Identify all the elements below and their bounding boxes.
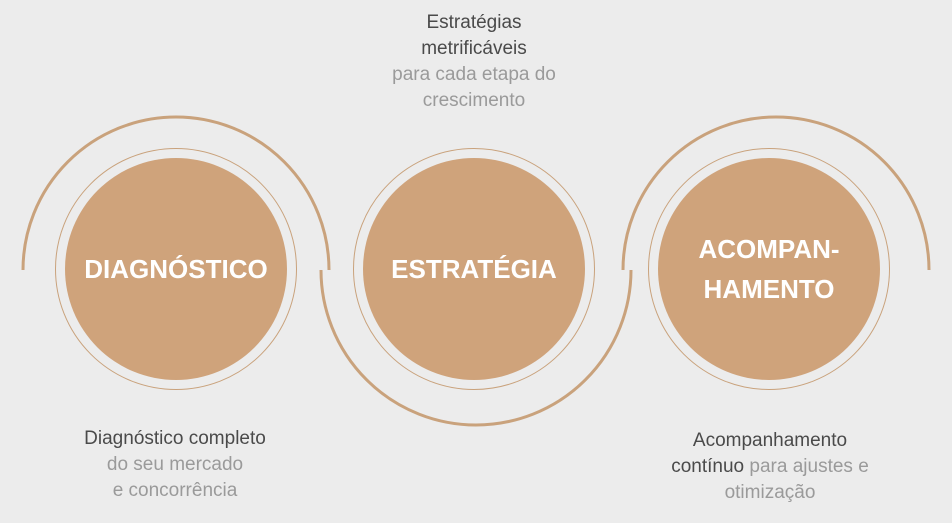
- caption-acompanhamento-muted-inline: para ajustes e: [744, 456, 869, 477]
- disc-acompanhamento: ACOMPAN- HAMENTO: [658, 158, 880, 380]
- ring-acompanhamento: [648, 148, 890, 390]
- caption-acompanhamento-strong-2: contínuo: [671, 456, 745, 477]
- caption-estrategia: Estratégias metrificáveis para cada etap…: [346, 10, 602, 114]
- caption-estrategia-strong-1: Estratégias: [426, 12, 522, 33]
- ring-estrategia: [353, 148, 595, 390]
- caption-acompanhamento-muted-3: otimização: [724, 482, 816, 503]
- arc-left-top: [21, 115, 331, 271]
- arc-right-top: [621, 115, 931, 271]
- caption-estrategia-strong-2: metrificáveis: [421, 38, 527, 59]
- caption-diagnostico-muted-1: do seu mercado: [106, 454, 244, 475]
- caption-estrategia-muted-2: crescimento: [422, 90, 526, 111]
- caption-estrategia-muted-1: para cada etapa do: [392, 64, 556, 85]
- step-label-diagnostico: DIAGNÓSTICO: [84, 254, 268, 284]
- caption-diagnostico-strong: Diagnóstico completo: [84, 428, 266, 449]
- step-label-estrategia: ESTRATÉGIA: [391, 254, 557, 284]
- arc-middle-bottom: [319, 269, 633, 427]
- disc-estrategia: ESTRATÉGIA: [363, 158, 585, 380]
- caption-acompanhamento-line-2: contínuo para ajustes e: [624, 454, 916, 480]
- caption-acompanhamento: Acompanhamento contínuo para ajustes e o…: [624, 428, 916, 506]
- caption-diagnostico-muted-2: e concorrência: [112, 480, 238, 501]
- caption-acompanhamento-strong-1: Acompanhamento: [692, 430, 848, 451]
- caption-diagnostico: Diagnóstico completo do seu mercado e co…: [30, 426, 320, 504]
- step-label-acompanhamento: ACOMPAN- HAMENTO: [698, 234, 840, 304]
- ring-diagnostico: [55, 148, 297, 390]
- disc-diagnostico: DIAGNÓSTICO: [65, 158, 287, 380]
